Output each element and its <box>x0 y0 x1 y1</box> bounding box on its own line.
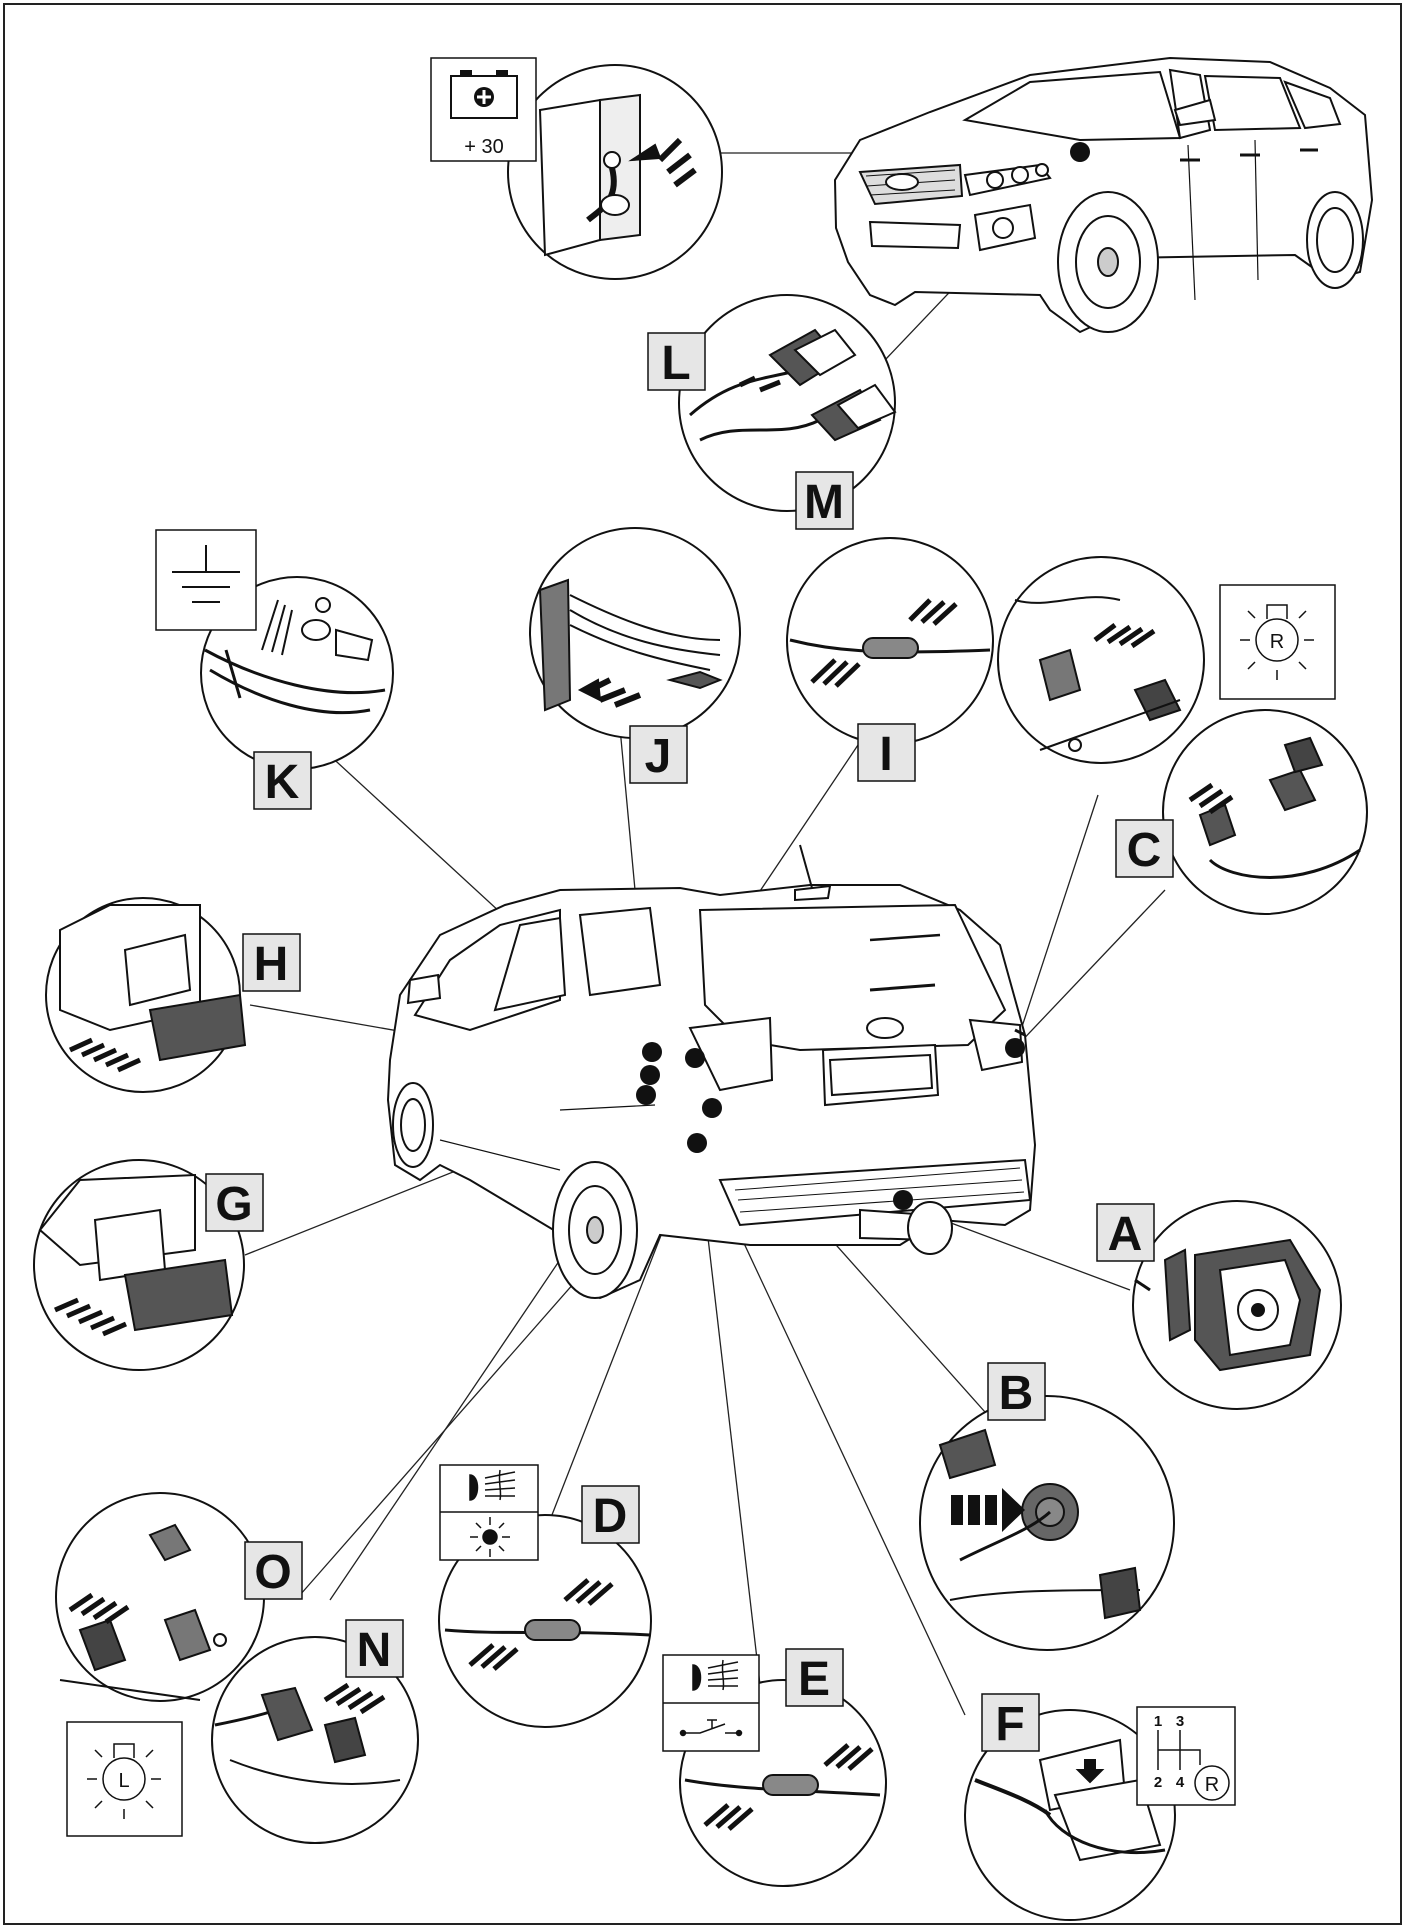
callout-O: O <box>244 1541 303 1600</box>
gear-digit-3: 3 <box>1176 1713 1184 1730</box>
callout-K: K <box>253 751 312 810</box>
detail-battery-terminal <box>507 64 723 280</box>
car-rear-view <box>386 844 1037 1300</box>
callout-L: L <box>647 332 706 391</box>
gear-shift-icon <box>1157 1730 1230 1801</box>
detail-tail-lamp-right <box>997 556 1205 764</box>
callout-I: I <box>857 723 916 782</box>
svg-text:M: M <box>804 476 844 529</box>
switch-icon <box>679 1719 743 1737</box>
svg-text:F: F <box>995 1698 1024 1751</box>
svg-text:C: C <box>1127 824 1162 877</box>
fog-light-icon <box>469 1469 516 1501</box>
detail-butt-splice-D <box>438 1514 652 1728</box>
reverse-light-symbol-box: R <box>1219 584 1336 700</box>
reverse-left-symbol-box: L <box>66 1721 183 1837</box>
detail-grommet-B <box>919 1395 1175 1651</box>
gear-digit-4: 4 <box>1176 1774 1185 1791</box>
detail-reverse-switch <box>964 1709 1176 1921</box>
gear-reverse-letter: R <box>1205 1774 1219 1796</box>
fog-light-symbol-box <box>439 1464 539 1561</box>
side-light-icon <box>470 1517 510 1557</box>
lamp-icon <box>87 1743 161 1819</box>
car-front-view <box>833 56 1374 334</box>
detail-trailer-socket <box>1132 1200 1342 1410</box>
diagram-frame <box>3 3 1402 1925</box>
callout-G: G <box>205 1173 264 1232</box>
fog-light-icon <box>692 1659 739 1691</box>
svg-text:B: B <box>999 1367 1034 1420</box>
svg-text:G: G <box>215 1178 252 1231</box>
svg-text:A: A <box>1108 1208 1143 1261</box>
svg-text:K: K <box>265 756 300 809</box>
battery-plus-icon <box>450 70 518 119</box>
reverse-light-letter: R <box>1270 631 1284 653</box>
detail-socket-connector-C <box>1162 709 1368 915</box>
fog-switch-symbol-box <box>662 1654 760 1752</box>
gear-shift-symbol-box: 1 3 2 4 R <box>1136 1706 1236 1806</box>
svg-text:E: E <box>798 1653 830 1706</box>
detail-tail-lamp-left <box>55 1492 265 1702</box>
callout-A: A <box>1096 1203 1155 1262</box>
ground-symbol-box <box>155 529 257 631</box>
svg-text:N: N <box>357 1624 392 1677</box>
detail-connector-H <box>45 897 247 1093</box>
callout-N: N <box>345 1619 404 1678</box>
callout-D: D <box>581 1485 640 1544</box>
callout-M: M <box>795 471 854 530</box>
gear-digit-2: 2 <box>1154 1774 1162 1791</box>
detail-wire-pin-insert <box>529 527 741 739</box>
connection-points <box>636 1038 1025 1210</box>
svg-text:I: I <box>879 728 892 781</box>
reverse-light-icon <box>1240 604 1314 680</box>
detail-connector-N <box>211 1636 419 1844</box>
detail-connector-G <box>33 1159 245 1371</box>
callout-H: H <box>242 933 301 992</box>
battery-symbol-box: + 30 <box>430 57 537 162</box>
battery-terminal-label: + 30 <box>464 136 503 158</box>
svg-text:H: H <box>254 938 289 991</box>
svg-text:O: O <box>254 1546 291 1599</box>
detail-relay-connectors <box>678 294 897 512</box>
ground-icon <box>172 545 240 603</box>
callout-E: E <box>785 1648 844 1707</box>
callout-C: C <box>1115 819 1174 878</box>
callout-J: J <box>629 725 688 784</box>
svg-text:L: L <box>661 337 690 390</box>
callout-F: F <box>981 1693 1040 1752</box>
callout-B: B <box>987 1362 1046 1421</box>
svg-text:J: J <box>645 730 672 783</box>
svg-text:D: D <box>593 1490 628 1543</box>
callout-labels: L M K J I C H G A B D O N E F <box>205 332 1174 1752</box>
lamp-letter: L <box>118 1770 129 1792</box>
gear-digit-1: 1 <box>1154 1713 1162 1730</box>
detail-butt-splice-I <box>786 537 994 745</box>
